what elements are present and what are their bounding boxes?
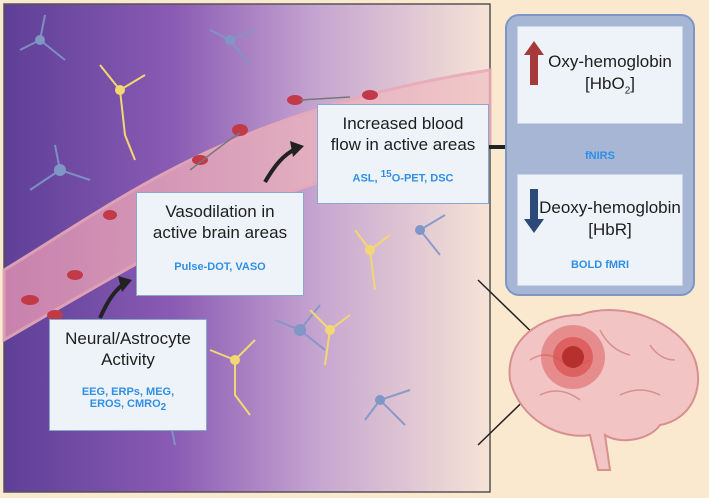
neural-title-line1: Neural/Astrocyte [65,329,191,348]
deoxy-hemoglobin-box: Deoxy-hemoglobin [HbR] BOLD fMRI [517,174,683,286]
vasodilation-techniques: Pulse-DOT, VASO [174,261,266,273]
vasodilation-title-line2: active brain areas [152,223,288,242]
brain-icon [508,309,700,471]
bold-fmri-label: BOLD fMRI [570,259,630,271]
bloodflow-title-line2: flow in active areas [330,135,476,154]
oxy-hemoglobin-label: Oxy-hemoglobin [548,52,672,71]
neural-title-line2: Activity [101,350,155,369]
fnirs-label: fNIRS [585,150,615,162]
vasodilation-box: Vasodilation in active brain areas Pulse… [136,192,304,296]
vasodilation-title-line1: Vasodilation in [165,202,275,221]
astrocyte-icon [99,64,391,416]
hemoglobin-panel: Oxy-hemoglobin [HbO2] fNIRS Deoxy-hemogl… [505,14,695,296]
blood-flow-box: Increased blood flow in active areas ASL… [317,104,489,204]
bloodflow-title-line1: Increased blood [342,114,464,133]
deoxy-hemoglobin-label: Deoxy-hemoglobin [539,198,681,217]
neural-techniques-line1: EEG, ERPs, MEG, [81,386,175,398]
oxy-hemoglobin-symbol: [HbO2] [585,74,635,97]
deoxy-hemoglobin-symbol: [HbR] [588,220,632,239]
neural-activity-box: Neural/Astrocyte Activity EEG, ERPs, MEG… [49,319,207,431]
neural-techniques-line2: EROS, CMRO2 [89,398,167,414]
bloodflow-techniques: ASL, 15O-PET, DSC [352,169,454,185]
arrow-down-icon [524,189,544,233]
oxy-hemoglobin-box: Oxy-hemoglobin [HbO2] [517,26,683,124]
arrow-up-icon [524,41,544,85]
